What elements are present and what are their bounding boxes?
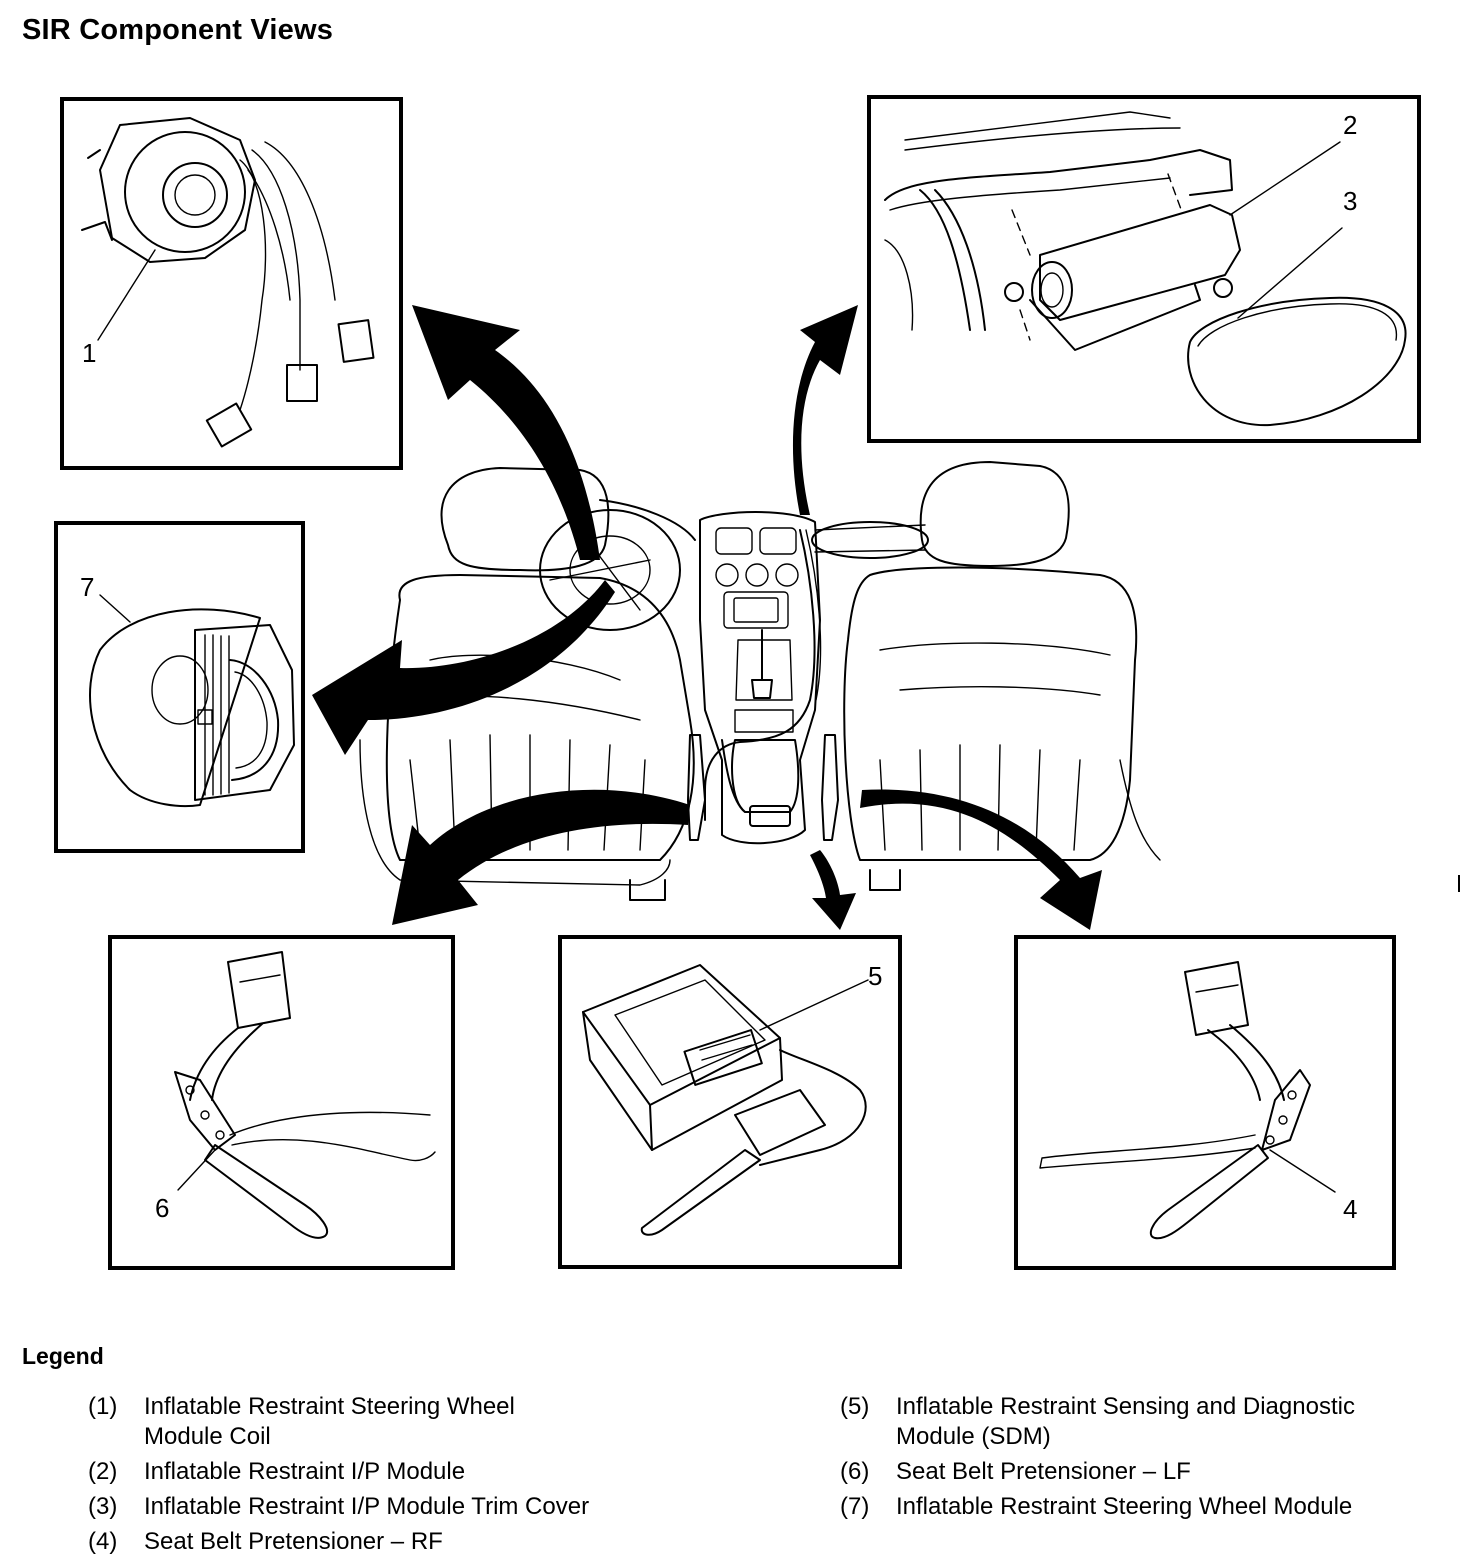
arrow-to-lf-pretensioner (392, 789, 690, 925)
legend-item: (6) Seat Belt Pretensioner – LF (840, 1457, 1460, 1487)
legend-title: Legend (22, 1343, 104, 1369)
legend-column-left: (1) Inflatable Restraint Steering Wheel … (88, 1392, 728, 1562)
legend-line: Inflatable Restraint Sensing and Diagnos… (896, 1393, 1355, 1420)
vehicle-interior-view (359, 461, 1161, 901)
view-lf-pretensioner: 6 (108, 935, 455, 1270)
page-title: SIR Component Views (22, 14, 334, 46)
legend-text: Inflatable Restraint Sensing and Diagnos… (896, 1392, 1460, 1452)
arrow-to-rf-pretensioner (860, 789, 1102, 930)
pointer-arrows (312, 305, 1102, 930)
legend-number: (1) (88, 1393, 118, 1420)
arrow-to-ip-module (792, 305, 858, 515)
view-rf-pretensioner: 4 (1014, 935, 1396, 1270)
legend-item: (4) Seat Belt Pretensioner – RF (88, 1527, 728, 1557)
legend-text: Seat Belt Pretensioner – LF (896, 1458, 1191, 1485)
view-sdm: 5 (558, 935, 902, 1269)
legend-text: Seat Belt Pretensioner – RF (144, 1528, 443, 1555)
legend-text: Inflatable Restraint Steering Wheel Modu… (144, 1392, 728, 1452)
legend-number: (4) (88, 1528, 118, 1555)
legend-number: (3) (88, 1493, 118, 1520)
legend-line: Inflatable Restraint Steering Wheel (144, 1393, 515, 1420)
legend-item: (7) Inflatable Restraint Steering Wheel … (840, 1492, 1460, 1522)
callout-3: 3 (1343, 186, 1357, 216)
arrow-to-steering-module (312, 580, 615, 755)
legend-text: Inflatable Restraint I/P Module Trim Cov… (144, 1493, 590, 1520)
legend-number: (5) (840, 1393, 870, 1420)
arrow-to-coil (412, 305, 600, 560)
legend-item: (3) Inflatable Restraint I/P Module Trim… (88, 1492, 728, 1522)
legend-item: (5) Inflatable Restraint Sensing and Dia… (840, 1392, 1460, 1452)
component-diagram: 1 2 3 7 (54, 95, 1460, 1270)
callout-6: 6 (155, 1193, 169, 1223)
legend-text: Inflatable Restraint Steering Wheel Modu… (896, 1493, 1353, 1520)
legend-item: (2) Inflatable Restraint I/P Module (88, 1457, 728, 1487)
legend-number: (7) (840, 1493, 870, 1520)
legend-line: Module (SDM) (896, 1423, 1051, 1450)
view-steering-wheel-module: 7 (54, 521, 305, 853)
arrow-to-sdm (810, 850, 856, 930)
legend-item: (1) Inflatable Restraint Steering Wheel … (88, 1392, 728, 1452)
legend-text: Inflatable Restraint I/P Module (144, 1458, 466, 1485)
legend-line: Module Coil (144, 1423, 271, 1450)
view-ip-module: 2 3 (867, 95, 1421, 443)
legend-number: (6) (840, 1458, 870, 1485)
callout-5: 5 (868, 961, 882, 991)
legend-number: (2) (88, 1458, 118, 1485)
legend-column-right: (5) Inflatable Restraint Sensing and Dia… (840, 1392, 1460, 1527)
view-steering-wheel-module-coil: 1 (60, 97, 403, 470)
callout-7: 7 (80, 572, 94, 602)
callout-4: 4 (1343, 1194, 1357, 1224)
callout-2: 2 (1343, 110, 1357, 140)
callout-1: 1 (82, 338, 96, 368)
